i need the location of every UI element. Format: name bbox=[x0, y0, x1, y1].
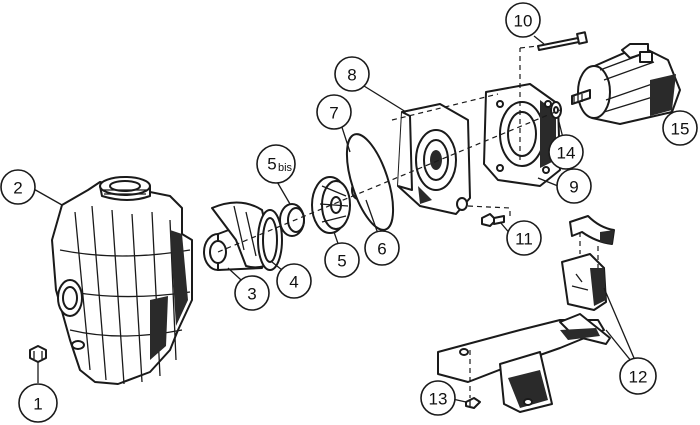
callout-14: 14 bbox=[548, 134, 584, 170]
callout-14-label: 14 bbox=[557, 144, 576, 163]
callout-6-label: 6 bbox=[377, 240, 386, 259]
callout-15: 15 bbox=[662, 110, 698, 146]
motor-adapter bbox=[483, 83, 561, 187]
callout-12-label: 12 bbox=[629, 368, 648, 387]
callout-5bis-label: 5 bbox=[267, 155, 276, 174]
callout-9: 9 bbox=[556, 168, 592, 204]
callout-4-label: 4 bbox=[289, 273, 298, 292]
base-bracket bbox=[437, 215, 615, 413]
callout-2-label: 2 bbox=[13, 179, 22, 198]
washer bbox=[550, 101, 562, 119]
callout-3-label: 3 bbox=[247, 285, 256, 304]
callout-5bis-sub: bis bbox=[278, 162, 293, 174]
base-screw bbox=[465, 397, 481, 409]
callout-5bis: 5 bis bbox=[256, 144, 296, 184]
callout-1-label: 1 bbox=[33, 395, 42, 414]
callout-1: 1 bbox=[18, 383, 58, 423]
callout-13: 13 bbox=[420, 380, 456, 416]
pump-housing bbox=[51, 176, 193, 385]
drain-plug bbox=[29, 345, 47, 363]
callout-10: 10 bbox=[505, 2, 541, 38]
callout-3: 3 bbox=[234, 275, 270, 311]
alignment-lines bbox=[217, 45, 599, 398]
short-screw bbox=[481, 213, 505, 227]
long-bolt bbox=[537, 31, 588, 51]
callout-15-label: 15 bbox=[671, 120, 690, 139]
callout-13-label: 13 bbox=[429, 390, 448, 409]
callout-11-label: 11 bbox=[515, 230, 533, 249]
callout-7: 7 bbox=[316, 94, 352, 130]
callout-11: 11 bbox=[506, 220, 542, 256]
callout-8: 8 bbox=[334, 56, 370, 92]
impeller bbox=[311, 176, 351, 234]
callout-5: 5 bbox=[324, 242, 360, 278]
seal-plate bbox=[397, 103, 471, 215]
wear-ring bbox=[257, 209, 283, 271]
callout-7-label: 7 bbox=[329, 104, 338, 123]
callout-2: 2 bbox=[0, 169, 36, 205]
callout-9-label: 9 bbox=[569, 178, 578, 197]
electric-motor bbox=[571, 43, 681, 125]
callout-4: 4 bbox=[276, 263, 312, 299]
seal-ring bbox=[279, 203, 305, 237]
callout-10-label: 10 bbox=[514, 12, 533, 31]
callout-5-label: 5 bbox=[337, 252, 346, 271]
callout-8-label: 8 bbox=[347, 66, 356, 85]
gasket bbox=[345, 133, 395, 231]
callout-12: 12 bbox=[619, 357, 657, 395]
callout-6: 6 bbox=[364, 230, 400, 266]
